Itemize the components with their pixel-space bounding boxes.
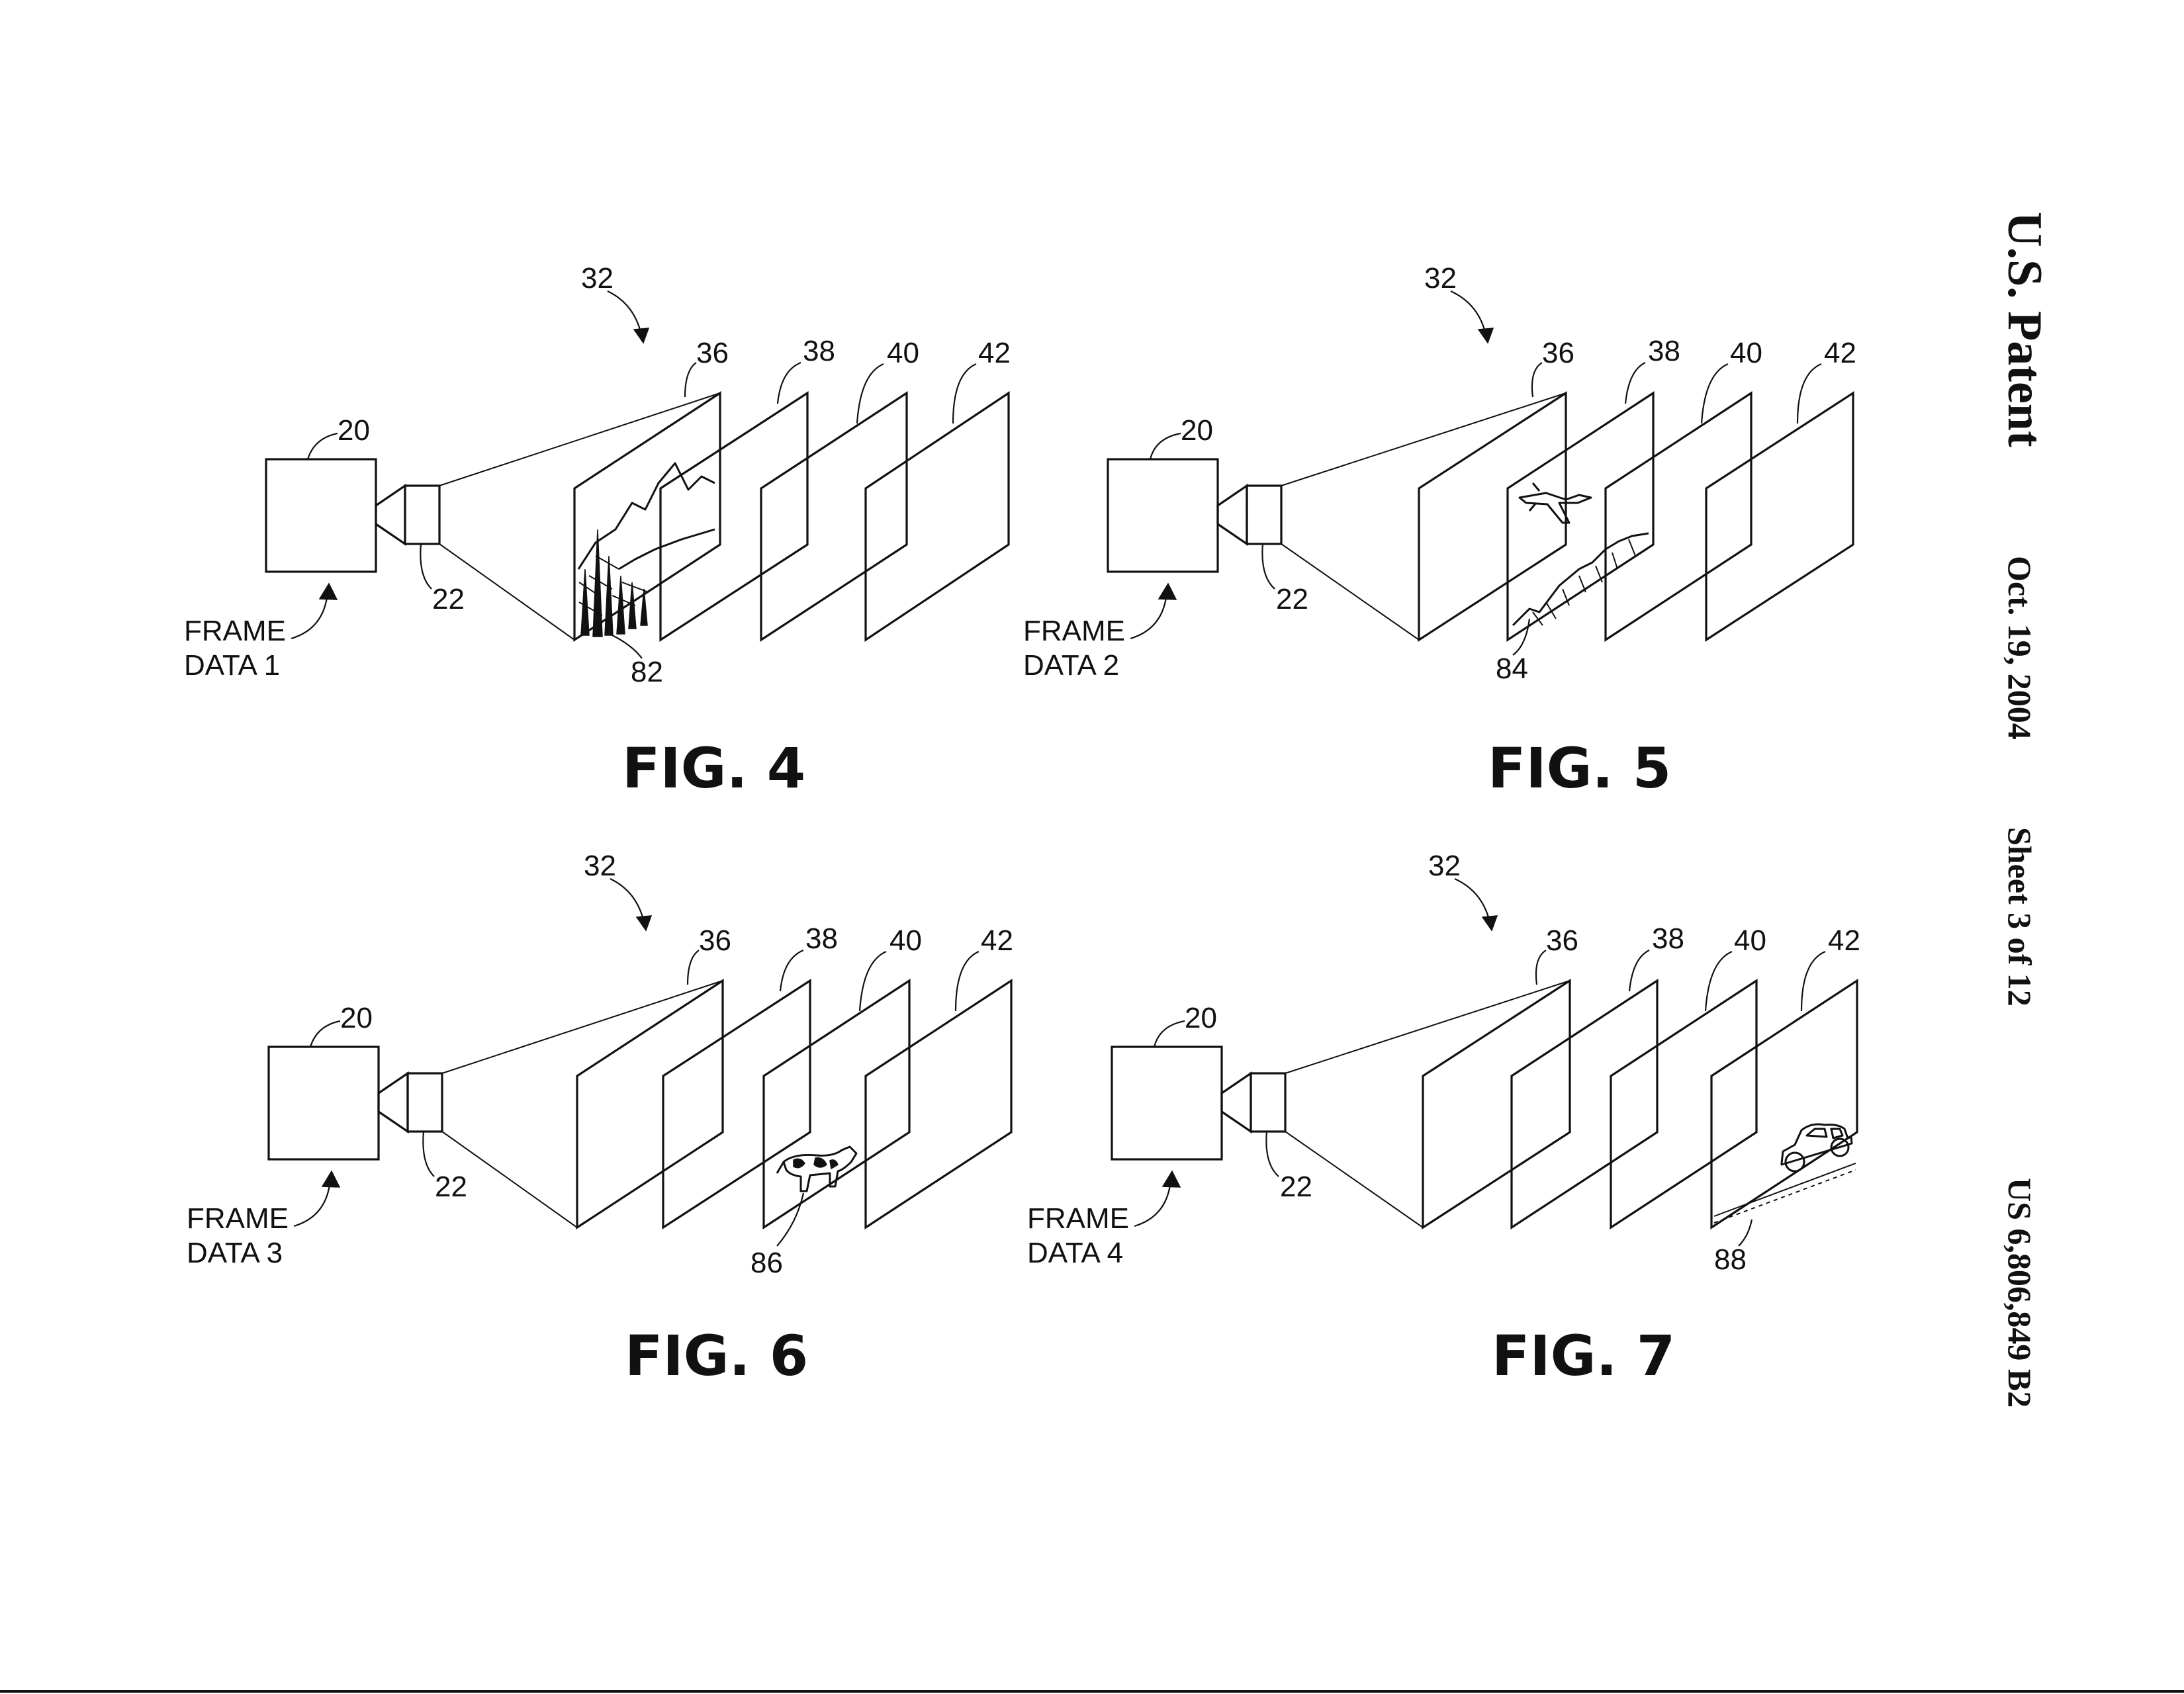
ref-38: 38 [803,335,835,367]
projection-beam [439,392,721,641]
ref-40: 40 [1734,924,1766,957]
ref-36: 36 [1546,924,1578,957]
ref-20: 20 [338,414,370,447]
figure-5-labels: 32 36 38 40 42 20 22 84 FRAME DATA 2 FIG… [1023,262,1856,801]
frame-label-line1: FRAME [1023,615,1125,647]
ref-36: 36 [696,337,729,369]
frame-label-line2: DATA 4 [1027,1237,1123,1269]
figure-caption: FIG. 7 [1492,1323,1675,1388]
projector-20 [267,1046,443,1161]
frame-label-line2: DATA 3 [187,1237,283,1269]
projector-20 [1107,458,1283,573]
ref-88: 88 [1714,1243,1747,1276]
ref-20: 20 [1181,414,1213,447]
display-screens [576,979,1013,1229]
display-screens [573,391,1010,642]
projection-beam [1285,980,1570,1228]
screen-42 [864,391,1010,642]
projection-beam [441,980,723,1228]
screen-36 [1422,979,1571,1229]
ref-22: 22 [1276,583,1308,615]
projection-beam [1281,392,1567,641]
display-screens [1418,391,1854,642]
ref-40: 40 [887,337,919,369]
ref-84: 84 [1496,652,1528,685]
ref-38: 38 [1648,335,1680,367]
ref-40: 40 [1730,337,1762,369]
display-screens [1422,979,1858,1229]
projector-20 [1111,1046,1287,1161]
ref-32: 32 [1428,850,1461,882]
frame-label-line1: FRAME [184,615,286,647]
header-sheet: Sheet 3 of 12 [2001,827,2038,1006]
screen-36 [1418,391,1567,642]
image-84-airplane-mountain [1512,482,1649,627]
projector-20 [265,458,441,573]
ref-20: 20 [1185,1002,1217,1034]
screen-38 [1506,391,1655,642]
ref-20: 20 [340,1002,373,1034]
header-date: Oct. 19, 2004 [2001,556,2038,740]
screen-38 [662,979,811,1229]
screen-38 [1510,979,1659,1229]
image-82-forest-mountains [577,462,715,637]
figure-7: 32 36 38 40 42 20 22 88 FRAME DATA 4 FIG… [1027,850,1860,1388]
ref-42: 42 [978,337,1011,369]
figure-caption: FIG. 4 [622,736,805,801]
figure-4: 32 36 38 40 42 20 22 82 FRAME DATA 1 FIG… [184,262,1011,801]
frame-label-line1: FRAME [1027,1202,1129,1235]
figure-caption: FIG. 6 [625,1323,808,1388]
ref-38: 38 [1652,922,1684,955]
figure-6-labels: 32 36 38 40 42 20 22 86 FRAME DATA 3 FIG… [187,850,1013,1388]
figure-6: 32 36 38 40 42 20 22 86 FRAME DATA 3 FIG… [187,850,1013,1388]
screen-42 [864,979,1013,1229]
screen-36 [576,979,724,1229]
screen-42 [1705,391,1854,642]
screen-38 [659,391,809,642]
figure-5: 32 36 38 40 42 20 22 84 FRAME DATA 2 FIG… [1023,262,1856,801]
ref-22: 22 [432,583,465,615]
ref-82: 82 [631,656,663,688]
screen-36 [573,391,721,642]
patent-header: U.S. Patent Oct. 19, 2004 Sheet 3 of 12 … [1997,212,2052,1407]
screen-40 [762,979,911,1229]
header-title: U.S. Patent [1997,212,2052,447]
header-patent-number: US 6,806,849 B2 [2001,1178,2038,1407]
screen-42 [1710,979,1858,1229]
screen-40 [1610,979,1758,1229]
figure-4-labels: 32 36 38 40 42 20 22 82 FRAME DATA 1 FIG… [184,262,1011,801]
ref-42: 42 [1828,924,1860,957]
ref-36: 36 [699,924,731,957]
ref-86: 86 [751,1247,783,1279]
ref-32: 32 [584,850,616,882]
ref-22: 22 [1280,1171,1312,1203]
screen-40 [1604,391,1752,642]
screen-40 [760,391,908,642]
image-86-cow [776,1145,858,1192]
ref-32: 32 [581,262,614,294]
frame-label-line1: FRAME [187,1202,289,1235]
ref-36: 36 [1542,337,1574,369]
ref-38: 38 [805,922,838,955]
figure-7-labels: 32 36 38 40 42 20 22 88 FRAME DATA 4 FIG… [1027,850,1860,1388]
ref-32: 32 [1424,262,1457,294]
figure-caption: FIG. 5 [1488,736,1671,801]
ref-42: 42 [981,924,1013,957]
frame-label-line2: DATA 2 [1023,649,1119,682]
ref-42: 42 [1824,337,1856,369]
ref-40: 40 [889,924,922,957]
ref-22: 22 [435,1171,467,1203]
image-88-car-on-road [1713,1123,1856,1224]
frame-label-line2: DATA 1 [184,649,280,682]
